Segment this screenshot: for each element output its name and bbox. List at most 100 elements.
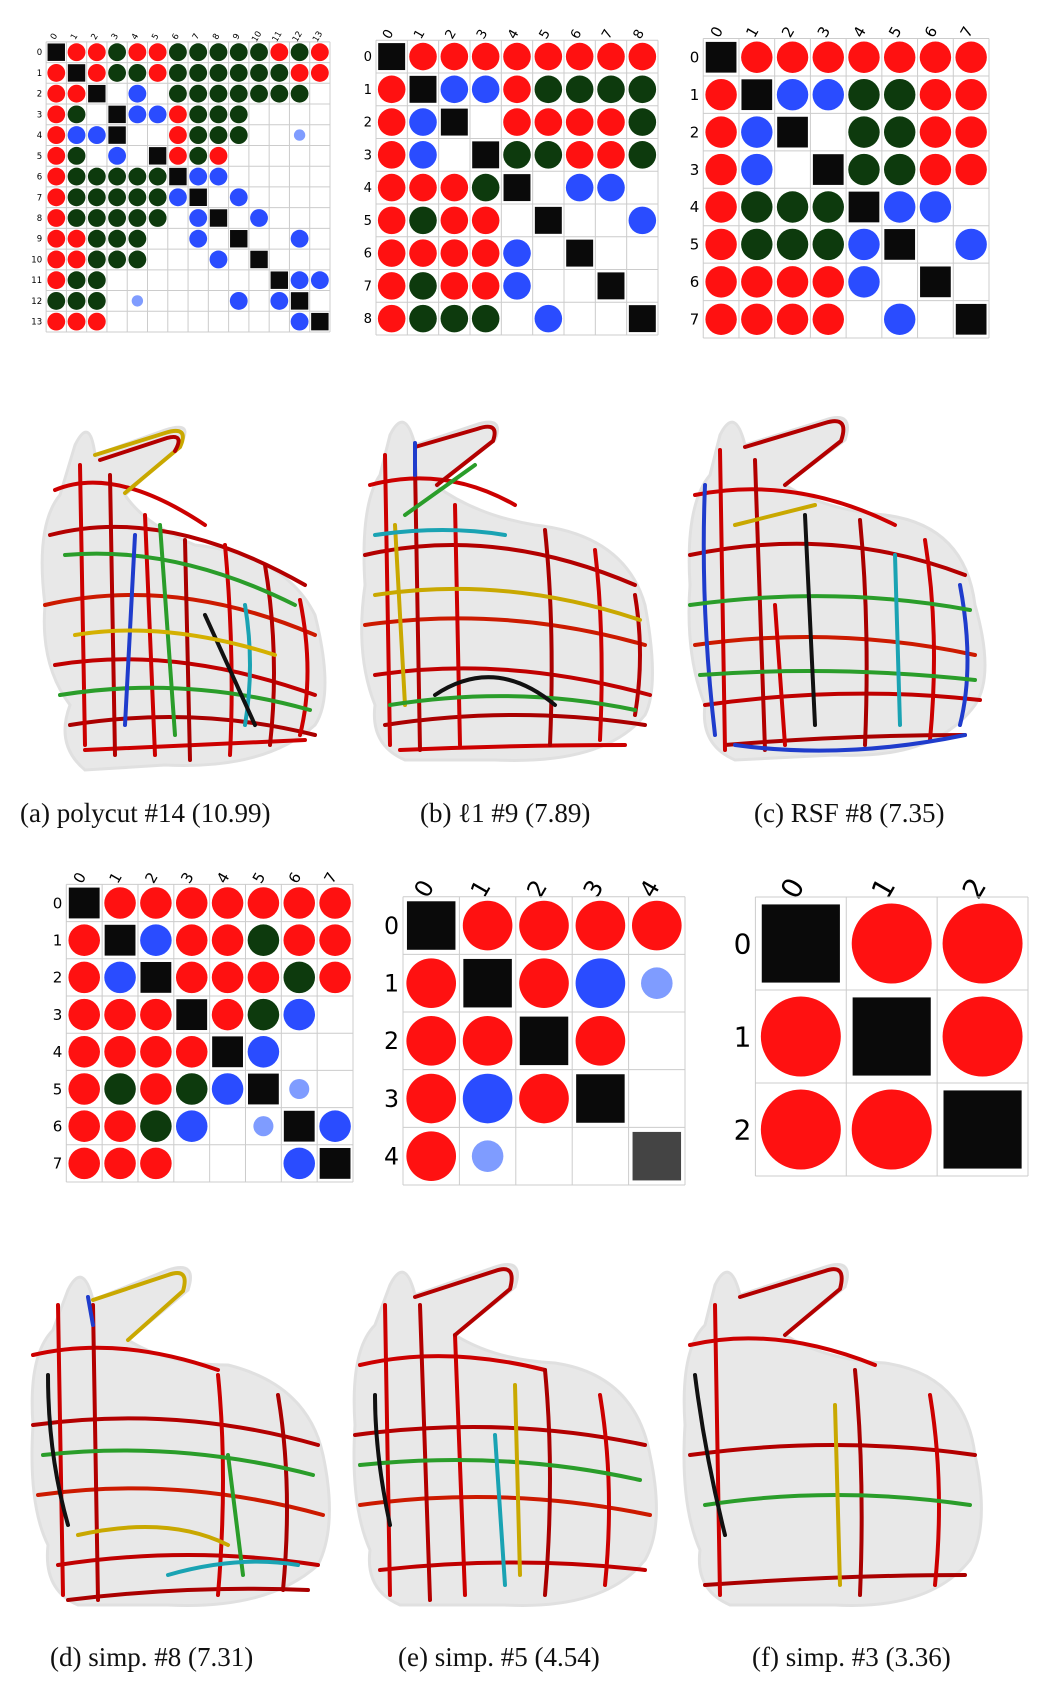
matrix-c-cell-dot — [848, 266, 880, 298]
matrix-a-diag-square — [148, 147, 167, 165]
matrix-b-diag-square — [534, 206, 562, 234]
matrix-d-cell-dot — [68, 1110, 100, 1142]
matrix-c-cell-dot — [919, 153, 952, 186]
matrix-a-col-label: 5 — [150, 32, 161, 42]
matrix-a-cell-dot — [47, 229, 66, 248]
matrix-a-row-label: 11 — [31, 276, 42, 286]
matrix-c-cell-dot — [776, 78, 809, 111]
matrix-e-cell-dot — [641, 967, 673, 999]
matrix-b-cell-dot — [597, 141, 625, 169]
matrix-b-cell-dot — [503, 272, 531, 300]
matrix-b-col-label: 7 — [599, 27, 616, 42]
caption-b: (b) ℓ1 #9 (7.89) — [420, 798, 591, 828]
matrix-b-cell-dot — [534, 304, 563, 333]
matrix-c-cell-dot — [812, 303, 844, 336]
matrix-a-row-label: 4 — [37, 131, 42, 141]
matrix-c-cell-dot — [705, 116, 737, 148]
matrix-c-diag-square — [705, 41, 737, 73]
matrix-d-cell-dot — [319, 961, 351, 994]
caption-f: (f) simp. #3 (3.36) — [752, 1642, 951, 1672]
caption-d: (d) simp. #8 (7.31) — [50, 1642, 254, 1672]
matrix-d-diag-square — [212, 1036, 243, 1068]
matrix-c-cell-dot — [919, 78, 952, 111]
matrix-a-cell-dot — [250, 209, 268, 227]
matrix-c-cell-dot — [883, 303, 916, 336]
matrix-b-cell-dot — [471, 173, 500, 202]
matrix-d-cell-dot — [283, 924, 316, 956]
matrix-a-cell-dot — [128, 229, 147, 248]
matrix-c-cell-dot — [955, 78, 987, 111]
matrix-a-cell-dot — [250, 84, 268, 103]
matrix-d-cell-dot — [175, 1073, 208, 1105]
matrix-b-cell-dot — [503, 108, 531, 136]
matrix-c-cell-dot — [955, 153, 987, 186]
matrix-b-cell-dot — [471, 206, 500, 235]
matrix-e-cell-dot — [406, 1131, 457, 1181]
matrix-a-col-label: 7 — [191, 32, 202, 42]
matrix-c-cell-dot — [705, 153, 737, 186]
matrix-a-cell-dot — [128, 64, 147, 82]
matrix-a-cell-dot — [108, 64, 127, 82]
matrix-e-row-label: 3 — [384, 1085, 399, 1113]
bunny-a — [15, 405, 345, 785]
matrix-a-col-label: 9 — [231, 32, 242, 42]
matrix-f-cell-dot — [760, 996, 841, 1077]
matrix-b-cell-dot — [440, 173, 469, 202]
matrix-d-cell-dot — [175, 1036, 208, 1068]
matrix-e-cell-dot — [462, 1073, 513, 1124]
matrix-e-cell-dot — [575, 1016, 626, 1066]
matrix-a-col-label: 10 — [250, 30, 264, 44]
matrix-a-diag-square — [230, 230, 248, 248]
matrix-b-col-label: 6 — [568, 27, 585, 42]
matrix-a-cell-dot — [47, 64, 66, 82]
matrix-d-diag-square — [176, 999, 208, 1031]
matrix-e-col-label: 2 — [521, 875, 553, 902]
matrix-a-cell-dot — [148, 167, 167, 186]
bunny-f — [675, 1255, 1015, 1625]
matrix-a-cell-dot — [108, 146, 127, 165]
matrix-a-cell-dot — [108, 250, 127, 269]
matrix-d-cell-dot — [140, 1110, 172, 1142]
matrix-c-cell-dot — [848, 153, 880, 186]
matrix-b-diag-square — [378, 43, 406, 71]
matrix-a-cell-dot — [209, 167, 228, 186]
matrix-a-cell-dot — [168, 105, 187, 124]
matrix-b-cell-dot — [377, 304, 406, 333]
matrix-b-cell-dot — [440, 206, 469, 235]
matrix-a-cell-dot — [290, 229, 309, 248]
matrix-b-row-label: 6 — [364, 247, 372, 262]
matrix-a-cell-dot — [290, 43, 309, 62]
bunny-b-figure — [360, 420, 654, 762]
matrix-d-diag-square — [104, 924, 136, 956]
matrix-d-cell-dot — [175, 924, 208, 956]
matrix-b-cell-dot — [628, 206, 657, 235]
matrix-d-cell-dot — [247, 924, 280, 956]
matrix-a-cell-dot — [209, 146, 228, 165]
matrix-b-diag-square — [597, 272, 625, 300]
matrix-d-cell-dot — [211, 961, 244, 994]
matrix-d-row-label: 5 — [53, 1080, 63, 1098]
matrix-a-cell-dot — [67, 167, 86, 186]
matrix-a-cell-dot — [209, 126, 228, 145]
matrix-a-cell-dot — [293, 129, 306, 141]
matrix-c-cell-dot — [705, 78, 737, 111]
matrix-d-cell-dot — [68, 961, 100, 994]
matrix-d-row-label: 4 — [53, 1043, 63, 1061]
matrix-f-cell-dot — [851, 903, 932, 984]
matrix-a-cell-dot — [87, 271, 106, 290]
caption-e: (e) simp. #5 (4.54) — [398, 1642, 600, 1672]
matrix-c-diag-square — [955, 303, 987, 335]
matrix-a-diag-square — [270, 271, 289, 289]
matrix-a-cell-dot — [128, 209, 147, 227]
matrix-a-cell-dot — [229, 84, 248, 103]
matrix-b-cell-dot — [503, 75, 531, 104]
matrix-f-row-label: 1 — [734, 1020, 752, 1053]
matrix-c-cell-dot — [705, 228, 737, 261]
matrix-a-cell-dot — [128, 84, 147, 103]
matrix-d-diag-square — [247, 1073, 279, 1105]
